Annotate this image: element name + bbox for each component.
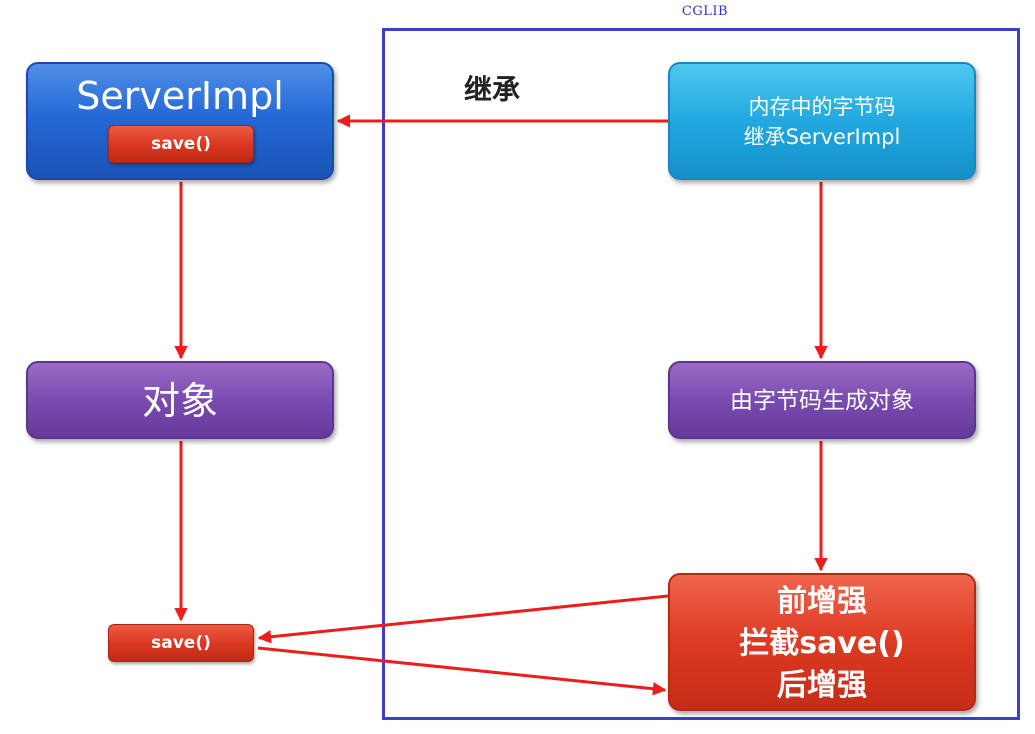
inherit-label: 继承	[464, 73, 521, 106]
serverimpl-save-method: save()	[108, 125, 254, 163]
cglib-frame	[382, 28, 1020, 720]
object-label: 对象	[141, 379, 218, 423]
bytecode-line1: 内存中的字节码	[748, 95, 896, 119]
enhance-box: 前增强 拦截save() 后增强	[668, 573, 976, 711]
enhance-intercept-label: 拦截save()	[739, 626, 905, 661]
arrow-save-to-enhance	[257, 646, 667, 696]
call-save-box: save()	[108, 624, 254, 662]
object-box: 对象	[26, 361, 334, 439]
serverimpl-save-label: save()	[151, 134, 211, 154]
call-save-label: save()	[151, 633, 211, 653]
generate-object-label: 由字节码生成对象	[730, 388, 914, 414]
enhance-before-label: 前增强	[777, 584, 867, 619]
enhance-after-label: 后增强	[777, 668, 867, 703]
bytecode-line2: 继承ServerImpl	[743, 125, 901, 149]
arrow-enhance-to-save	[257, 594, 669, 644]
generate-object-box: 由字节码生成对象	[668, 361, 976, 439]
cglib-frame-label: CGLIB	[681, 4, 729, 19]
serverimpl-title: ServerImpl	[76, 74, 284, 118]
bytecode-box: 内存中的字节码 继承ServerImpl	[668, 62, 976, 180]
